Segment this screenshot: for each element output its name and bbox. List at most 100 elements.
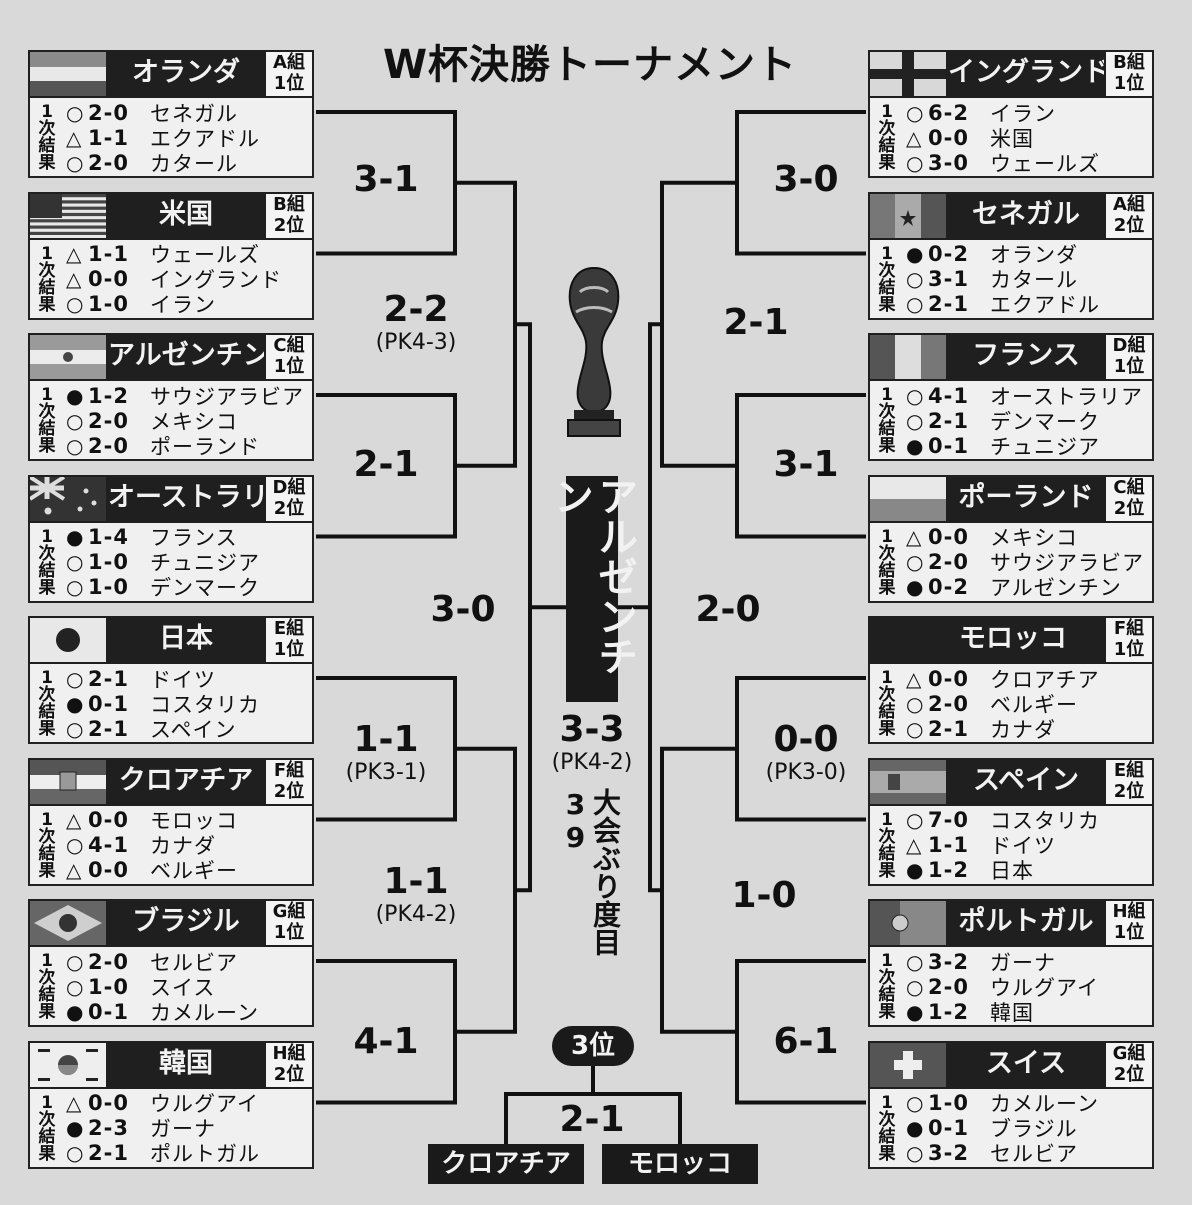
- result-row: △ 0-0 クロアチア: [906, 666, 1146, 691]
- result-score: 0-2: [928, 575, 990, 599]
- result-score: 3-2: [928, 950, 990, 974]
- result-score: 2-0: [928, 975, 990, 999]
- first-round-label: 1次結果: [36, 104, 58, 172]
- group-results: 1次結果 ○ 6-2 イラン △ 0-0 米国 ○ 3-0 ウェールズ: [868, 98, 1154, 178]
- result-opponent: カナダ: [990, 714, 1146, 744]
- result-row: ○ 3-1 カタール: [906, 267, 1146, 292]
- result-score: 2-3: [88, 1116, 150, 1140]
- result-mark: △: [906, 667, 928, 691]
- result-row: ○ 1-0 スイス: [66, 974, 306, 999]
- quarter-left-pk: (PK4-2): [346, 902, 486, 927]
- semi-right-score: 2-0: [658, 590, 798, 630]
- result-opponent: チュニジア: [990, 431, 1146, 461]
- result-row: ○ 2-0 セネガル: [66, 100, 306, 125]
- result-row: ● 2-3 ガーナ: [66, 1116, 306, 1141]
- result-row: ○ 3-2 ガーナ: [906, 949, 1146, 974]
- result-score: 3-0: [928, 151, 990, 175]
- result-row: △ 0-0 ベルギー: [66, 858, 306, 883]
- third-place-team-left: クロアチア: [428, 1144, 584, 1184]
- result-mark: ●: [906, 434, 928, 458]
- team-panel: イングランドB組1位1次結果 ○ 6-2 イラン △ 0-0 米国 ○ 3-0 …: [868, 50, 1154, 178]
- group-label: C組: [266, 335, 312, 356]
- result-mark: ●: [906, 1116, 928, 1140]
- result-score: 1-2: [928, 858, 990, 882]
- group-label: A組: [1106, 194, 1152, 215]
- team-panel: セネガルA組2位1次結果 ● 0-2 オランダ ○ 3-1 カタール ○ 2-1…: [868, 192, 1154, 320]
- page-title: W杯決勝トーナメント: [330, 40, 850, 90]
- group-rank-badge: E組1位: [266, 618, 312, 662]
- result-row: △ 0-0 ウルグアイ: [66, 1091, 306, 1116]
- team-name: モロッコ: [918, 616, 1108, 664]
- round16-left-score: 2-1: [316, 445, 456, 485]
- result-row: ○ 3-0 ウェールズ: [906, 150, 1146, 175]
- final-note-text: 大会ぶり度目: [590, 788, 620, 956]
- group-results: 1次結果 △ 0-0 モロッコ ○ 4-1 カナダ △ 0-0 ベルギー: [28, 806, 314, 886]
- result-score: 0-0: [88, 1091, 150, 1115]
- result-mark: ○: [66, 950, 88, 974]
- result-opponent: イラン: [150, 289, 306, 319]
- result-mark: ○: [66, 667, 88, 691]
- group-label: B組: [1106, 52, 1152, 73]
- team-name: フランス: [948, 333, 1104, 381]
- result-row: ○ 1-0 チュニジア: [66, 550, 306, 575]
- result-mark: ○: [906, 292, 928, 316]
- team-header: 韓国H組2位: [28, 1041, 314, 1089]
- result-mark: ●: [66, 525, 88, 549]
- group-label: F組: [266, 760, 312, 781]
- result-row: ○ 2-1 ドイツ: [66, 666, 306, 691]
- result-row: ○ 2-0 ポーランド: [66, 433, 306, 458]
- result-mark: ○: [66, 833, 88, 857]
- first-round-label: 1次結果: [36, 1095, 58, 1163]
- team-header: オーストラリアD組2位: [28, 475, 314, 523]
- result-mark: △: [66, 858, 88, 882]
- result-mark: △: [66, 242, 88, 266]
- result-row: ○ 2-1 デンマーク: [906, 408, 1146, 433]
- result-opponent: アルゼンチン: [990, 572, 1146, 602]
- team-header: セネガルA組2位: [868, 192, 1154, 240]
- group-results: 1次結果 △ 0-0 ウルグアイ ● 2-3 ガーナ ○ 2-1 ポルトガル: [28, 1089, 314, 1169]
- group-label: B組: [266, 194, 312, 215]
- team-panel: ポーランドC組2位1次結果 △ 0-0 メキシコ ○ 2-0 サウジアラビア ●…: [868, 475, 1154, 603]
- result-score: 0-0: [88, 808, 150, 832]
- result-row: ○ 2-0 ウルグアイ: [906, 974, 1146, 999]
- poland-flag-icon: [870, 477, 946, 521]
- first-round-label: 1次結果: [36, 387, 58, 455]
- result-row: ○ 2-1 エクアドル: [906, 292, 1146, 317]
- result-mark: ○: [906, 384, 928, 408]
- result-score: 1-1: [88, 242, 150, 266]
- team-header: モロッコF組1位: [868, 616, 1154, 664]
- semi-left-score: 3-0: [393, 590, 533, 630]
- final-note-digits: 39: [560, 788, 590, 854]
- result-score: 1-4: [88, 525, 150, 549]
- round16-right-score: 6-1: [736, 1022, 876, 1062]
- result-mark: ○: [906, 101, 928, 125]
- group-results: 1次結果 △ 0-0 クロアチア ○ 2-0 ベルギー ○ 2-1 カナダ: [868, 664, 1154, 744]
- croatia-flag-icon: [30, 760, 106, 804]
- team-header: イングランドB組1位: [868, 50, 1154, 98]
- group-label: D組: [266, 477, 312, 498]
- team-name: ブラジル: [108, 899, 264, 947]
- team-header: 日本E組1位: [28, 616, 314, 664]
- group-rank-badge: A組1位: [266, 52, 312, 96]
- team-panel: オーストラリアD組2位1次結果 ● 1-4 フランス ○ 1-0 チュニジア ○…: [28, 475, 314, 603]
- result-mark: ●: [66, 1000, 88, 1024]
- usa-flag-icon: [30, 194, 106, 238]
- result-score: 3-1: [928, 267, 990, 291]
- result-score: 2-0: [88, 434, 150, 458]
- result-mark: ○: [66, 550, 88, 574]
- result-mark: ○: [906, 409, 928, 433]
- result-row: ○ 2-0 メキシコ: [66, 408, 306, 433]
- result-row: △ 1-1 エクアドル: [66, 125, 306, 150]
- result-row: ● 0-1 カメルーン: [66, 999, 306, 1024]
- rank-label: 1位: [266, 356, 312, 377]
- result-row: ○ 2-0 セルビア: [66, 949, 306, 974]
- result-mark: ●: [906, 1000, 928, 1024]
- result-mark: ○: [66, 434, 88, 458]
- result-row: ○ 3-2 セルビア: [906, 1141, 1146, 1166]
